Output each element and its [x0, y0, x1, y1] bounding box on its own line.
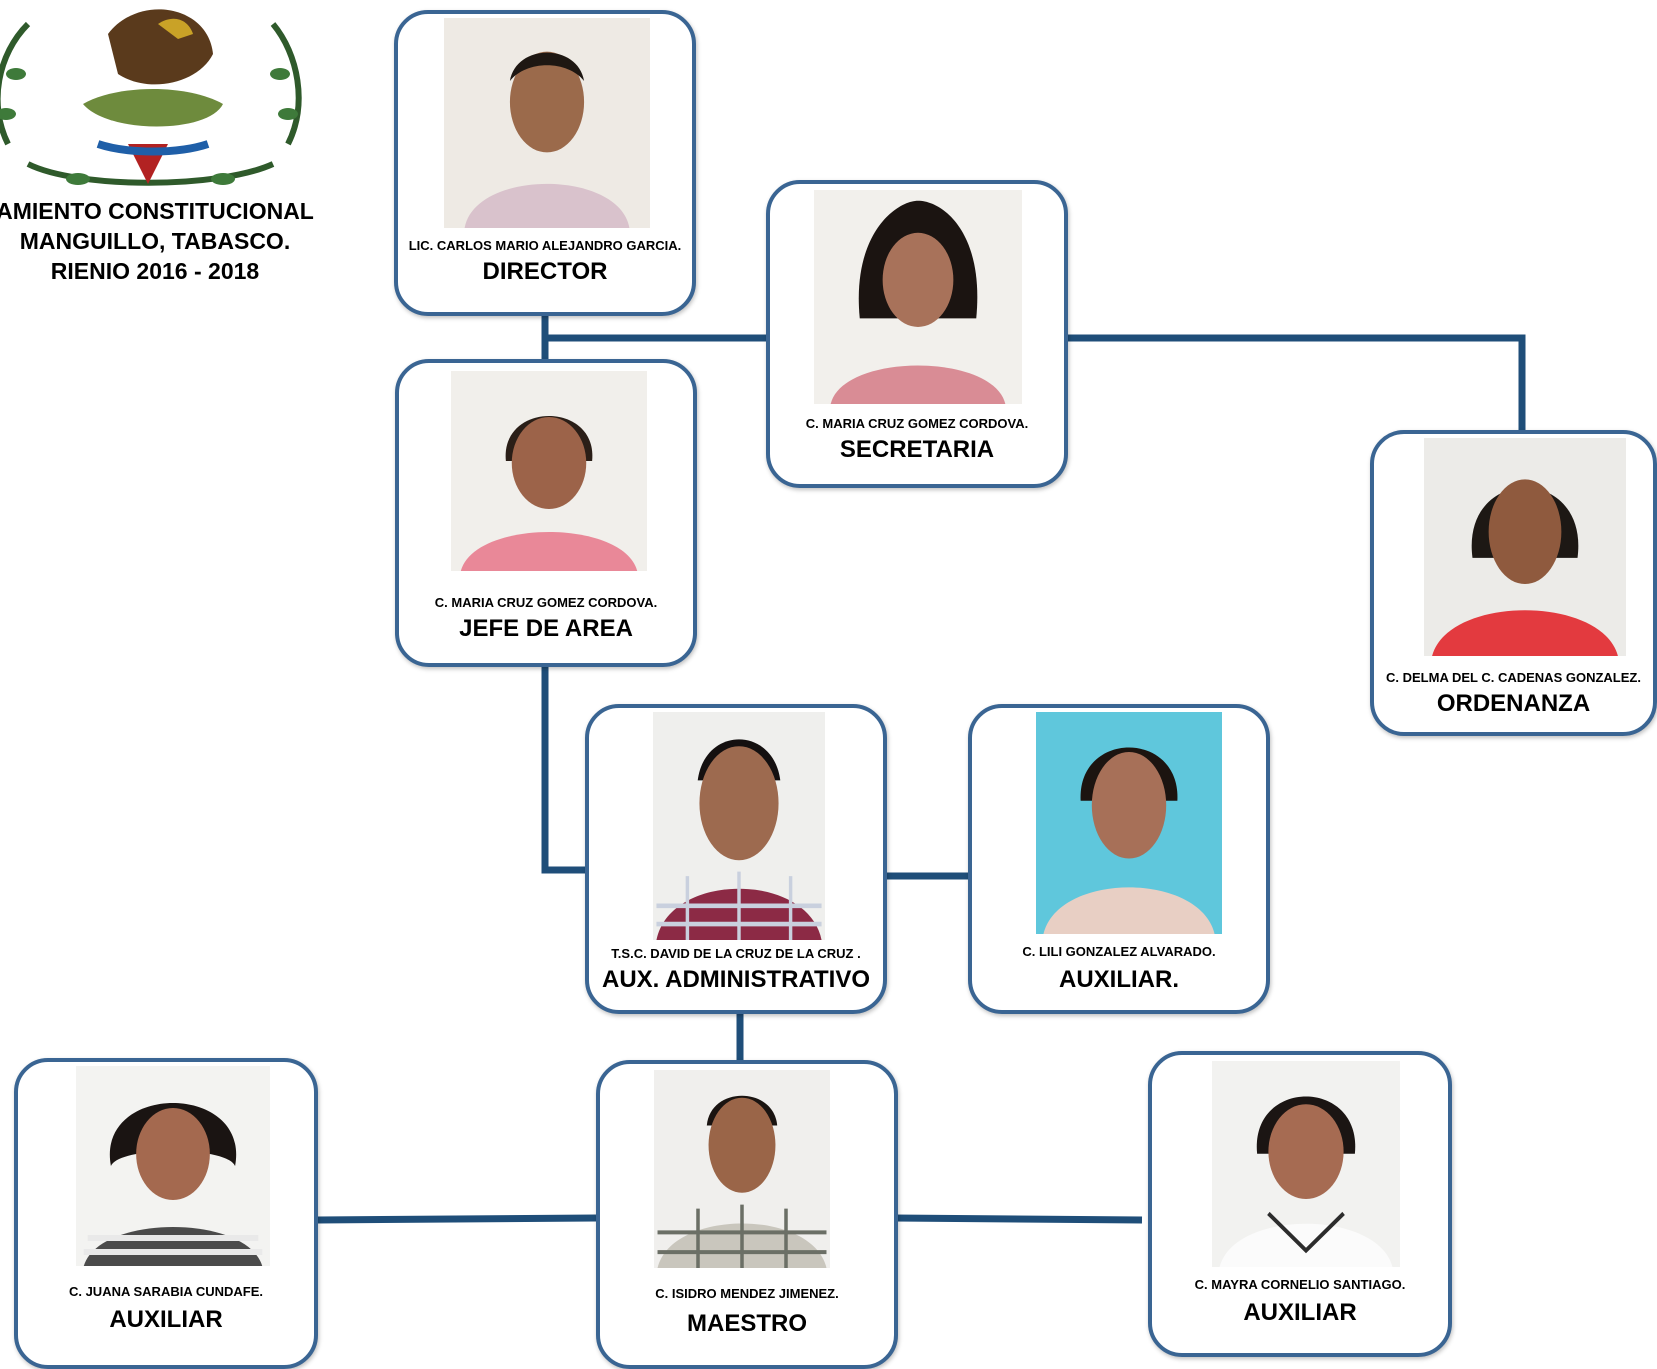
- coat-of-arms-icon: [0, 9, 302, 186]
- role-aux-administrativo: AUX. ADMINISTRATIVO: [602, 966, 870, 993]
- person-portrait-icon: [1212, 1061, 1400, 1267]
- header-line-3: RIENIO 2016 - 2018: [50, 258, 260, 284]
- person-portrait-icon: [76, 1066, 270, 1266]
- name-auxiliar-lili: C. LILI GONZALEZ ALVARADO.: [1022, 944, 1216, 959]
- role-jefe-de-area: JEFE DE AREA: [459, 615, 633, 642]
- photo-secretaria: [814, 190, 1022, 404]
- person-portrait-icon: [444, 18, 650, 228]
- card-jefe-de-area: C. MARIA CRUZ GOMEZ CORDOVA. JEFE DE ARE…: [395, 359, 697, 667]
- photo-auxiliar-juana: [76, 1066, 270, 1266]
- name-ordenanza: C. DELMA DEL C. CADENAS GONZALEZ.: [1386, 670, 1641, 685]
- role-ordenanza: ORDENANZA: [1436, 690, 1591, 717]
- coat-of-arms-emblem: [0, 0, 318, 194]
- card-ordenanza: C. DELMA DEL C. CADENAS GONZALEZ. ORDENA…: [1370, 430, 1657, 736]
- connector-jefe-aux-admin: [541, 666, 590, 874]
- photo-maestro: [654, 1070, 830, 1268]
- role-auxiliar-juana: AUXILIAR: [109, 1306, 223, 1333]
- role-director: DIRECTOR: [482, 258, 608, 285]
- name-jefe-de-area: C. MARIA CRUZ GOMEZ CORDOVA.: [434, 595, 658, 610]
- photo-auxiliar-lili: [1036, 712, 1222, 934]
- name-director: LIC. CARLOS MARIO ALEJANDRO GARCIA.: [408, 238, 682, 253]
- name-auxiliar-juana: C. JUANA SARABIA CUNDAFE.: [68, 1284, 264, 1299]
- person-portrait-icon: [814, 190, 1022, 404]
- connector-secretaria-ordenanza: [1066, 334, 1526, 430]
- name-maestro: C. ISIDRO MENDEZ JIMENEZ.: [655, 1286, 839, 1301]
- card-maestro: C. ISIDRO MENDEZ JIMENEZ. MAESTRO: [596, 1060, 898, 1369]
- header-line-1: AMIENTO CONSTITUCIONAL: [0, 198, 314, 224]
- person-portrait-icon: [451, 371, 647, 571]
- card-director: LIC. CARLOS MARIO ALEJANDRO GARCIA. DIRE…: [394, 10, 696, 316]
- connector-maestro-mayra: [893, 1214, 1143, 1224]
- photo-auxiliar-mayra: [1212, 1061, 1400, 1267]
- card-auxiliar-mayra: C. MAYRA CORNELIO SANTIAGO. AUXILIAR: [1148, 1051, 1452, 1357]
- role-auxiliar-mayra: AUXILIAR: [1243, 1299, 1357, 1326]
- photo-ordenanza: [1424, 438, 1626, 656]
- role-secretaria: SECRETARIA: [839, 436, 995, 463]
- role-auxiliar-lili: AUXILIAR.: [1059, 966, 1179, 993]
- name-secretaria: C. MARIA CRUZ GOMEZ CORDOVA.: [805, 416, 1029, 431]
- person-portrait-icon: [1424, 438, 1626, 656]
- card-auxiliar-lili: C. LILI GONZALEZ ALVARADO. AUXILIAR.: [968, 704, 1270, 1014]
- name-aux-administrativo: T.S.C. DAVID DE LA CRUZ DE LA CRUZ .: [611, 946, 861, 961]
- card-auxiliar-juana: C. JUANA SARABIA CUNDAFE. AUXILIAR: [14, 1058, 318, 1369]
- header-title: AMIENTO CONSTITUCIONAL MANGUILLO, TABASC…: [0, 196, 335, 286]
- photo-director: [444, 18, 650, 228]
- person-portrait-icon: [1036, 712, 1222, 934]
- header-line-2: MANGUILLO, TABASCO.: [19, 228, 291, 254]
- person-portrait-icon: [654, 1070, 830, 1268]
- name-auxiliar-mayra: C. MAYRA CORNELIO SANTIAGO.: [1194, 1277, 1406, 1292]
- person-portrait-icon: [653, 712, 825, 940]
- connector-maestro-juana: [317, 1214, 597, 1224]
- card-aux-administrativo: T.S.C. DAVID DE LA CRUZ DE LA CRUZ . AUX…: [585, 704, 887, 1014]
- role-maestro: MAESTRO: [687, 1310, 807, 1337]
- photo-jefe-de-area: [451, 371, 647, 571]
- photo-aux-administrativo: [653, 712, 825, 940]
- card-secretaria: C. MARIA CRUZ GOMEZ CORDOVA. SECRETARIA: [766, 180, 1068, 488]
